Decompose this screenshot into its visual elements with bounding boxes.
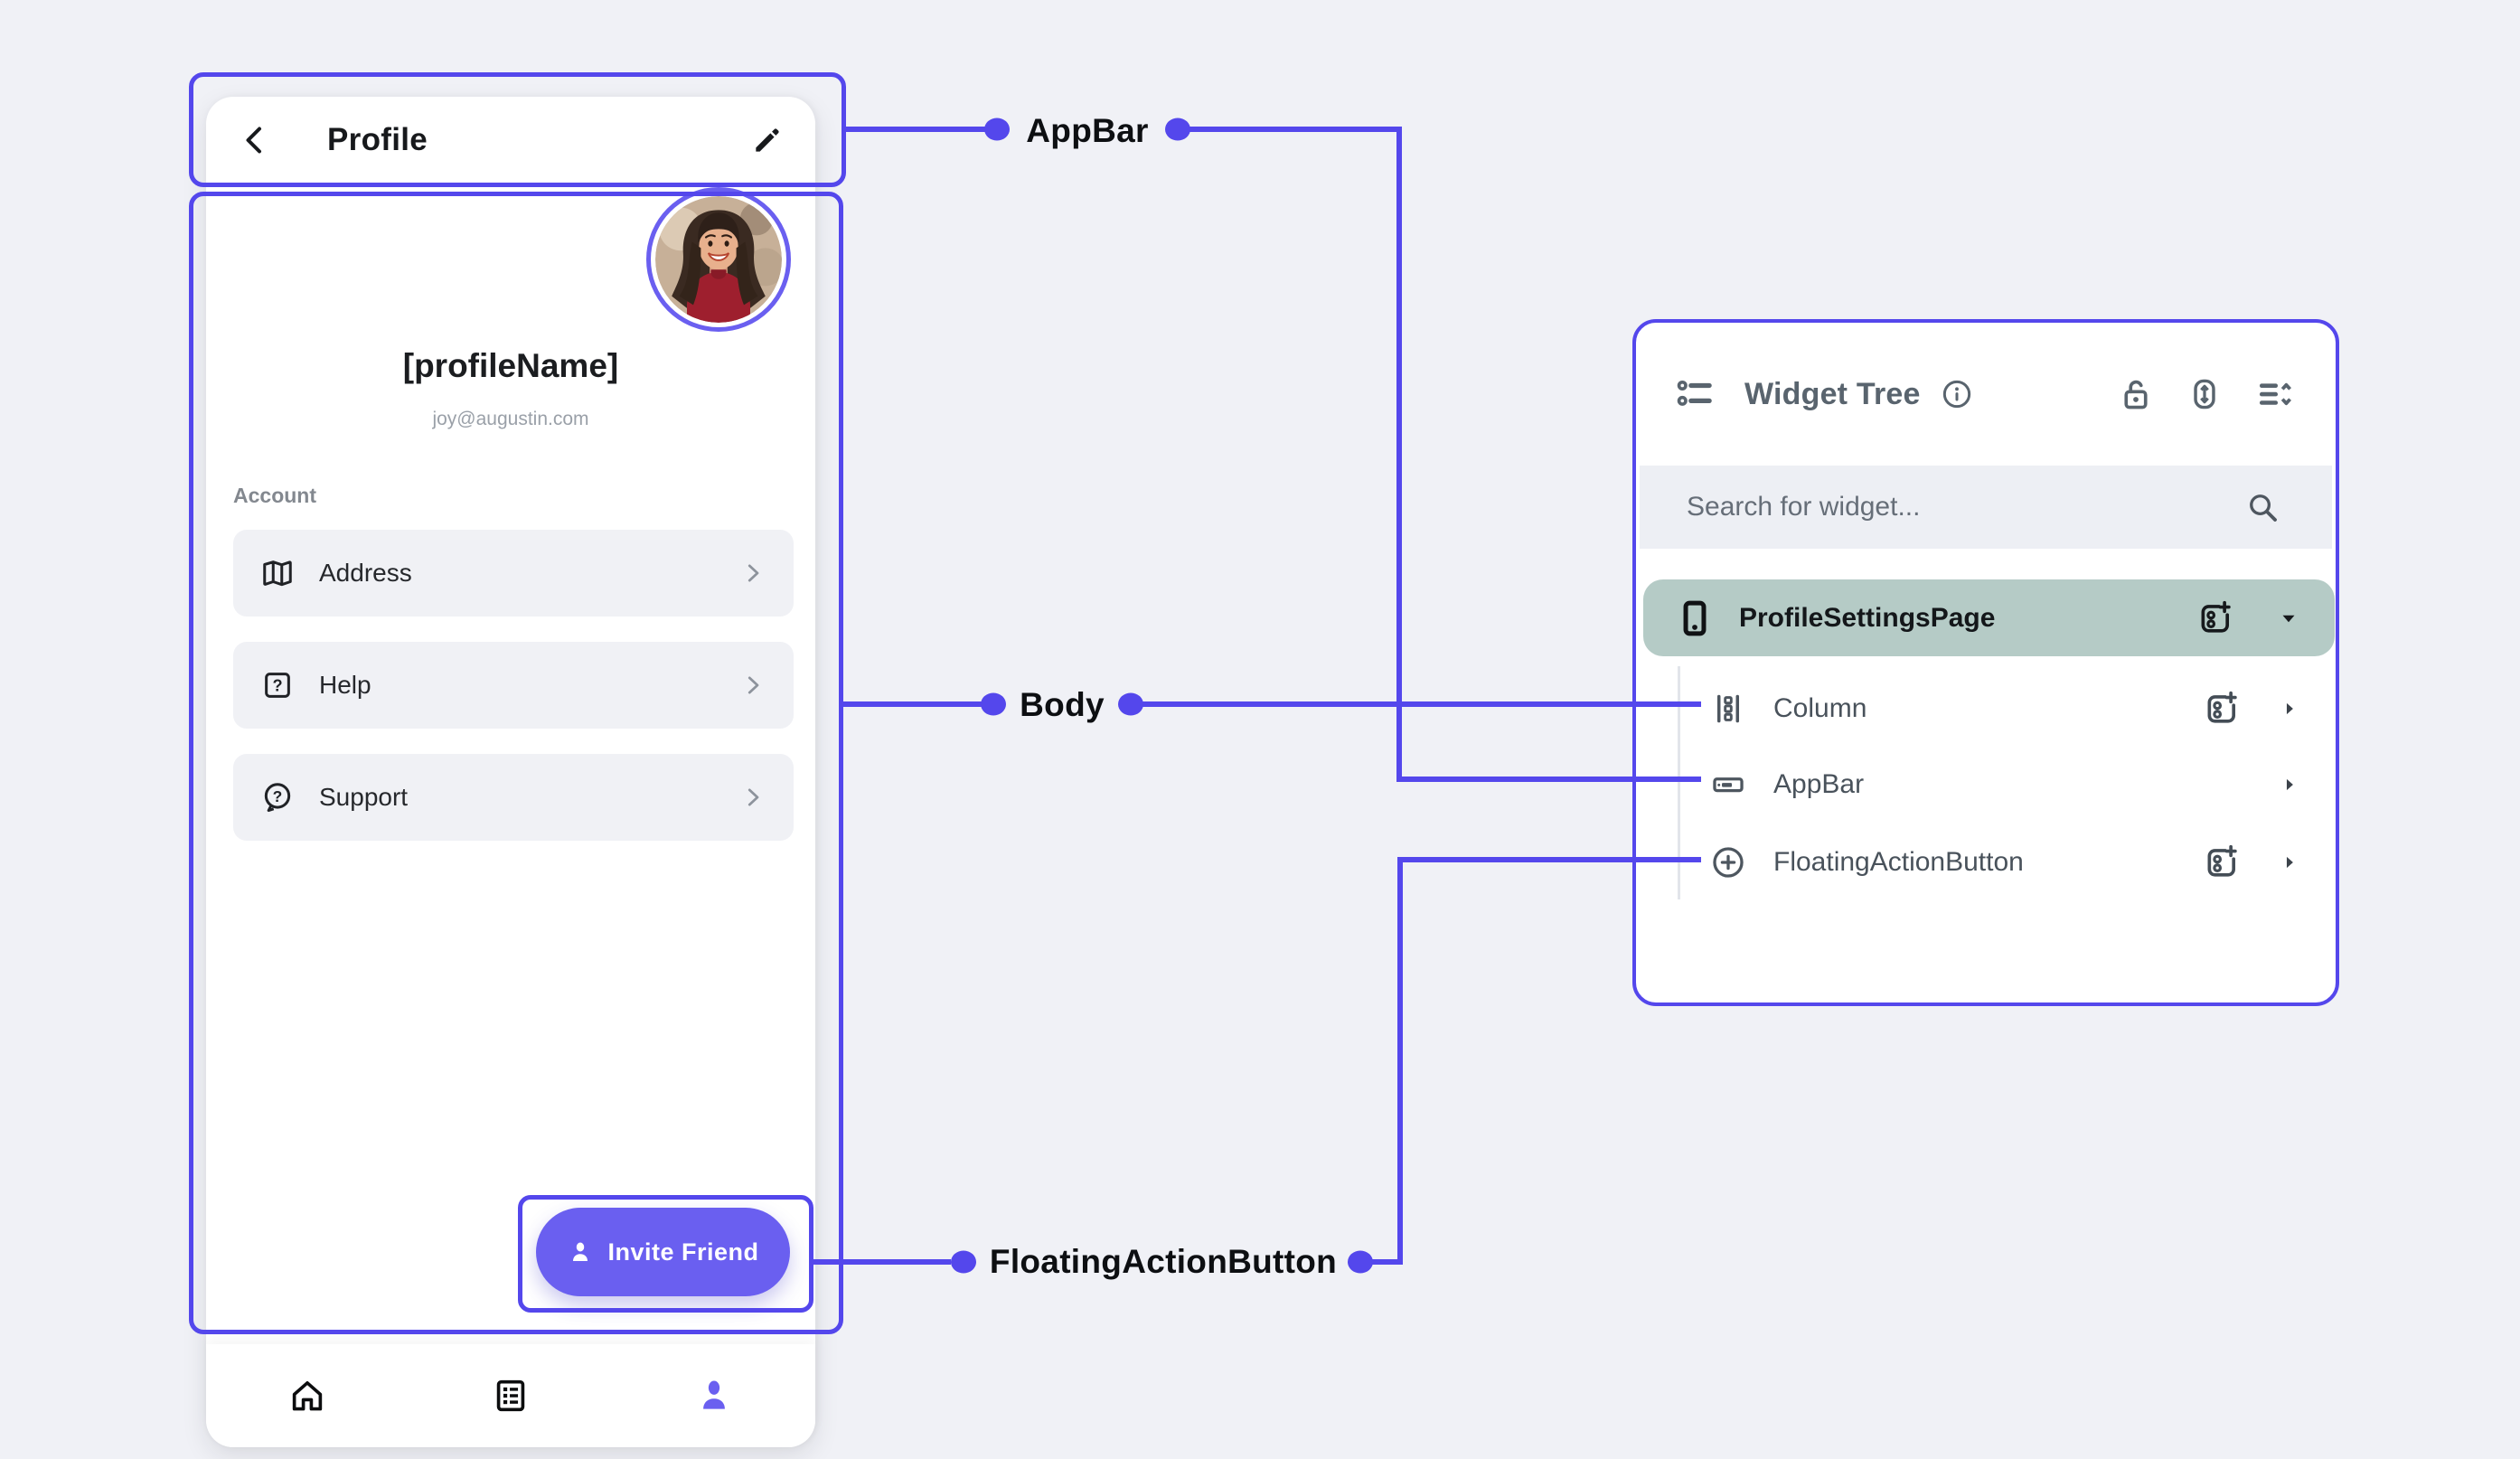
map-icon [260, 556, 295, 590]
tree-row-floatingactionbutton[interactable]: FloatingActionButton [1640, 830, 2336, 895]
circle-plus-icon [1708, 842, 1748, 882]
caret-right-icon[interactable] [2278, 851, 2301, 874]
account-item-label: Address [319, 559, 412, 587]
caret-right-icon[interactable] [2278, 773, 2301, 796]
search-icon[interactable] [2243, 488, 2281, 526]
tree-row-label: AppBar [1773, 769, 1865, 799]
back-chevron-icon[interactable] [237, 122, 273, 158]
tree-row-label: ProfileSettingsPage [1739, 602, 1996, 633]
tree-row-appbar[interactable]: AppBar [1640, 752, 2336, 817]
person-icon [567, 1238, 594, 1266]
avatar [646, 187, 791, 332]
appbar-wire-right [1189, 129, 1701, 779]
widget-tree-header: Widget Tree [1636, 323, 2336, 466]
body-dot-right [1118, 692, 1143, 716]
tree-row-column[interactable]: Column [1640, 676, 2336, 741]
help-square-icon: ? [260, 668, 295, 702]
edit-pencil-icon[interactable] [750, 123, 785, 157]
phone-mockup: Profile [206, 97, 815, 1447]
tree-row-profilesettingspage[interactable]: ProfileSettingsPage [1643, 579, 2335, 656]
account-item-support[interactable]: ? Support [233, 754, 794, 841]
fab-dot-right [1348, 1250, 1373, 1274]
account-item-address[interactable]: Address [233, 530, 794, 617]
person-icon[interactable] [612, 1375, 815, 1417]
chevron-right-icon [739, 672, 766, 699]
collapse-list-icon[interactable] [2252, 372, 2296, 416]
account-item-label: Help [319, 671, 371, 699]
support-question-icon: ? [260, 780, 295, 814]
info-icon[interactable] [1939, 376, 1975, 412]
widget-add-icon[interactable] [2194, 598, 2235, 639]
home-icon[interactable] [206, 1375, 409, 1417]
body-annotation-label: Body [1020, 686, 1105, 723]
expand-vertical-icon[interactable] [2184, 373, 2225, 415]
widget-tree-title: Widget Tree [1744, 376, 1921, 411]
body-dot-left [981, 692, 1006, 716]
widget-add-icon[interactable] [2200, 842, 2242, 883]
chevron-right-icon [739, 784, 766, 811]
svg-text:?: ? [273, 787, 283, 805]
phone-appbar: Profile [206, 97, 815, 184]
widget-add-icon[interactable] [2200, 688, 2242, 730]
tree-indent-guide [1678, 666, 1680, 899]
svg-text:?: ? [272, 676, 282, 694]
tree-list-icon [1672, 371, 1719, 418]
bottom-nav [206, 1344, 815, 1447]
widget-search-bar [1640, 466, 2332, 549]
phone-page-title: Profile [327, 122, 428, 157]
tree-row-label: Column [1773, 693, 1867, 723]
list-icon[interactable] [409, 1375, 613, 1417]
profile-name: [profileName] [402, 347, 619, 384]
appbar-icon [1708, 765, 1748, 805]
column-icon [1708, 689, 1748, 729]
account-section-label: Account [233, 484, 316, 507]
fab-dot-left [951, 1250, 976, 1274]
appbar-annotation-label: AppBar [1026, 112, 1149, 149]
caret-down-icon[interactable] [2275, 605, 2302, 632]
appbar-dot-left [984, 118, 1010, 141]
chevron-right-icon [739, 560, 766, 587]
account-item-label: Support [319, 783, 409, 811]
appbar-dot-right [1165, 118, 1190, 141]
widget-tree-panel: Widget Tree ProfileSettings [1632, 319, 2339, 1006]
invite-friend-label: Invite Friend [607, 1238, 759, 1266]
invite-friend-button[interactable]: Invite Friend [536, 1208, 790, 1296]
widget-search-input[interactable] [1687, 492, 2243, 522]
account-item-help[interactable]: ? Help [233, 642, 794, 729]
caret-right-icon[interactable] [2278, 697, 2301, 720]
fab-annotation-label: FloatingActionButton [989, 1243, 1338, 1280]
profile-email: joy@augustin.com [432, 409, 589, 429]
lock-open-icon[interactable] [2115, 373, 2157, 415]
tree-row-label: FloatingActionButton [1773, 847, 2024, 877]
smartphone-icon [1674, 598, 1716, 639]
